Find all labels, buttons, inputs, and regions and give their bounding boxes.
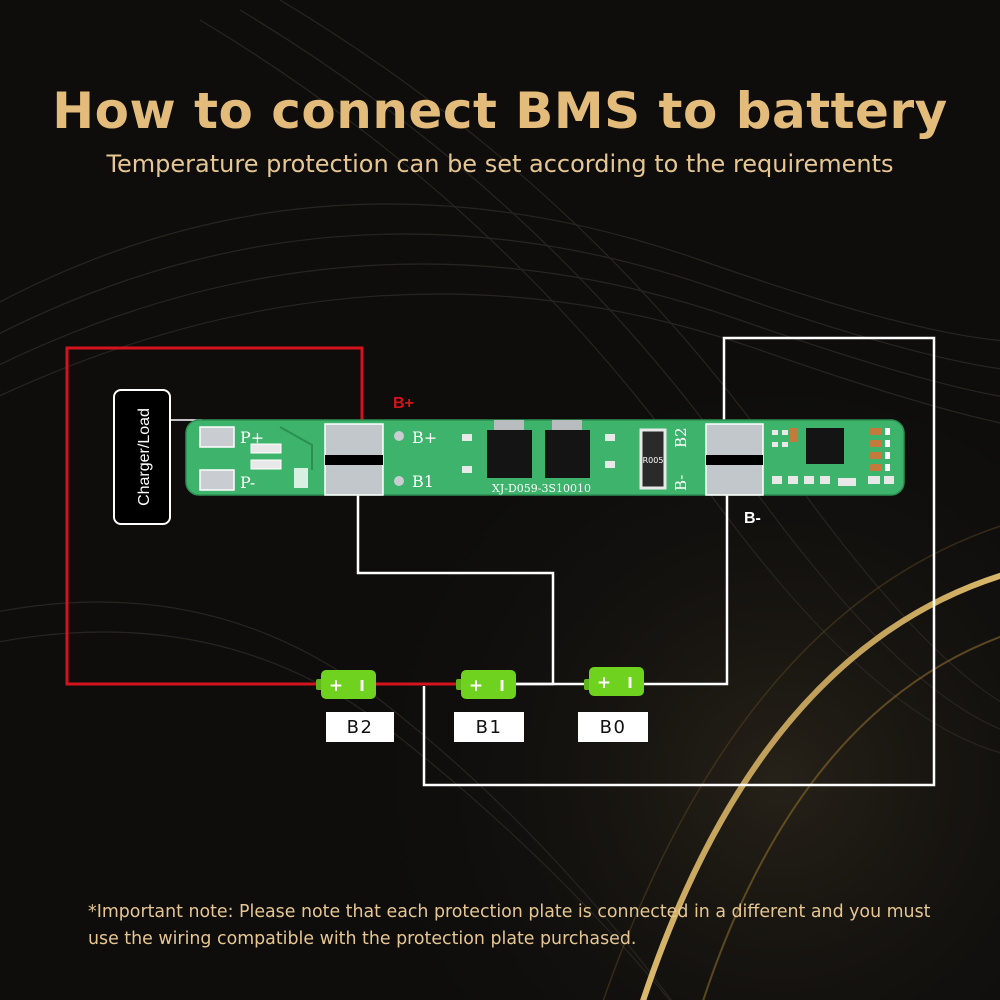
cell-label-b1: B1	[476, 717, 503, 738]
bms-pcb: P+ P- B+ B1 XJ-D059-3S10010 R005 B2 B-	[185, 419, 905, 496]
white-wire-b1-pad	[356, 495, 555, 686]
pcb-label-p-minus: P-	[240, 473, 255, 492]
pcb-label-b-minus: B-	[672, 475, 690, 491]
cell-label-b0-box: B0	[578, 712, 648, 742]
white-wire-b2-pad	[422, 336, 936, 787]
page-subtitle: Temperature protection can be set accord…	[106, 150, 894, 178]
cell-b0-minus: I	[627, 674, 633, 692]
positive-wires	[65, 346, 460, 686]
white-wire-bminus-pad	[642, 495, 729, 686]
cell-label-b2-box: B2	[326, 712, 394, 742]
pcb-model-label: XJ-D059-3S10010	[492, 482, 591, 495]
p-minus-pad	[199, 469, 235, 491]
pcb-label-b2: B2	[672, 427, 690, 448]
pcb-label-p-plus: P+	[240, 428, 264, 447]
p-plus-pad	[199, 426, 235, 448]
cell-label-b2: B2	[347, 717, 374, 738]
cell-b2: + I	[316, 670, 376, 699]
cell-b1-minus: I	[499, 677, 505, 695]
cell-b0-plus: +	[597, 673, 611, 693]
cell-b2-plus: +	[329, 676, 343, 696]
cell-b2-minus: I	[359, 677, 365, 695]
charger-load-label: Charger/Load	[136, 408, 153, 506]
cell-b1: + I	[456, 670, 516, 699]
red-wire-load-to-bplus	[65, 346, 364, 686]
charger-load-box: Charger/Load	[113, 389, 171, 525]
cell-b1-plus: +	[469, 676, 483, 696]
pcb-label-b-plus: B+	[412, 428, 437, 447]
mosfet-1	[487, 430, 532, 478]
bminus-wire-label: B-	[744, 510, 761, 527]
pcb-label-b1: B1	[412, 472, 434, 491]
gold-swirl	[640, 572, 1000, 1000]
negative-wires	[356, 336, 936, 787]
cell-label-b1-box: B1	[454, 712, 524, 742]
shunt-resistor	[639, 428, 667, 490]
bplus-wire-label: B+	[393, 395, 414, 412]
protection-ic	[806, 428, 844, 464]
cell-b0: + I	[584, 667, 644, 696]
page-title: How to connect BMS to battery	[52, 82, 948, 140]
resistor-marking: R005	[643, 456, 664, 465]
cell-label-b0: B0	[600, 717, 627, 738]
important-note: *Important note: Please note that each p…	[88, 902, 931, 949]
